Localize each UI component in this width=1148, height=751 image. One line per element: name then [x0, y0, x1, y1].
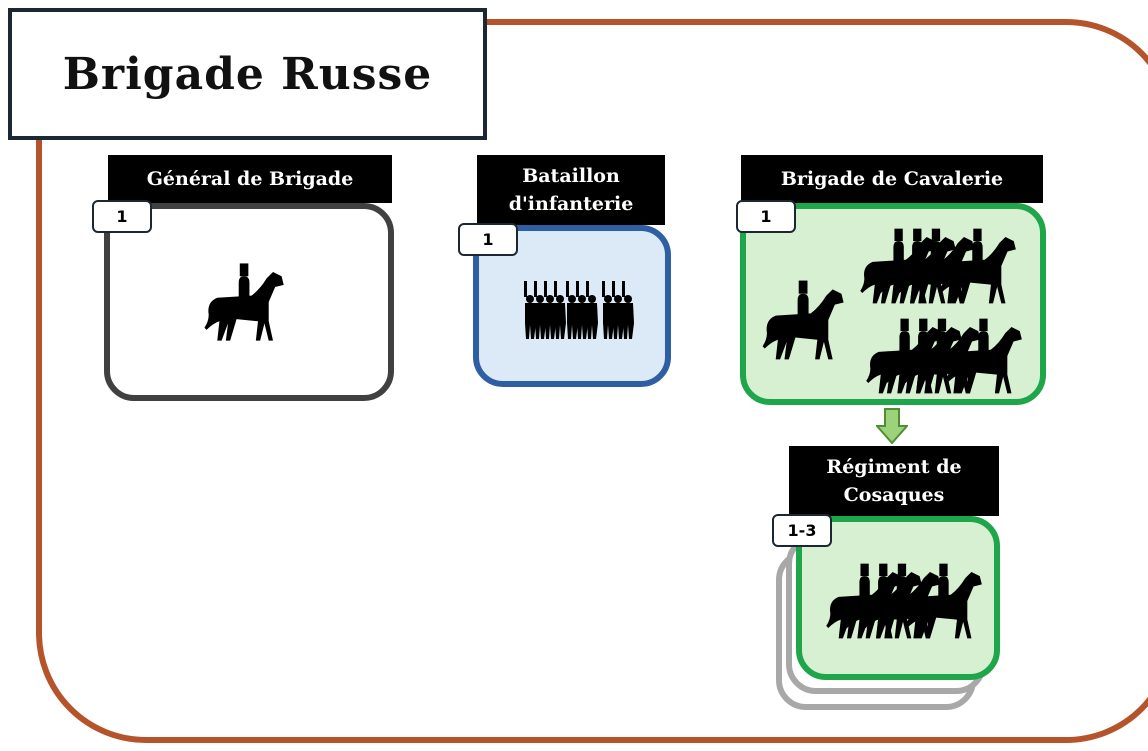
- general-label: Général de Brigade: [108, 155, 392, 203]
- cavalry-count-badge: 1: [736, 200, 796, 233]
- cavalry-squadron-icon: [860, 228, 1016, 304]
- title-box: Brigade Russe: [8, 8, 487, 140]
- cossacks-count-badge: 1-3: [772, 514, 832, 547]
- general-count-badge: 1: [92, 200, 152, 233]
- infantry-column-icon: [524, 281, 634, 339]
- infantry-label: Bataillon d'infanterie: [477, 155, 665, 225]
- brigade-frame: [36, 19, 1148, 743]
- cossacks-label: Régiment de Cosaques: [789, 446, 999, 516]
- down-arrow-icon: [876, 408, 908, 444]
- general-card[interactable]: [104, 203, 394, 401]
- cossack-riders-icon: [826, 563, 982, 639]
- infantry-count-badge: 1: [458, 223, 518, 256]
- cossacks-card[interactable]: [796, 516, 1000, 680]
- cavalry-squadron-icon-2: [866, 318, 1022, 394]
- cavalry-label: Brigade de Cavalerie: [741, 155, 1043, 203]
- mounted-officer-icon: [204, 263, 284, 341]
- cavalry-card[interactable]: [740, 203, 1046, 405]
- cavalry-commander-icon: [762, 280, 844, 360]
- page-title: Brigade Russe: [62, 48, 433, 100]
